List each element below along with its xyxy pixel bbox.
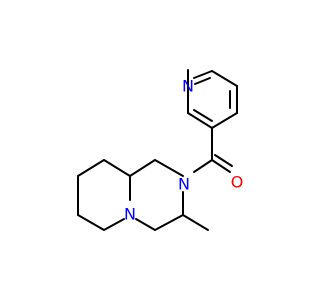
- atom-label-n-pyridine: N: [182, 77, 194, 96]
- bond-namide-ch2top: [154, 159, 184, 177]
- bond-bridgehead-c1: [103, 159, 131, 177]
- molecule-structure: N O N N: [77, 69, 244, 231]
- atom-label-o-carbonyl: O: [231, 173, 244, 192]
- left-ring: [77, 159, 131, 231]
- bond-methyl: [182, 214, 209, 231]
- bond-carbonyl-n: [193, 159, 213, 173]
- bond-c4-nbridge: [103, 218, 125, 231]
- middle-ring: [129, 159, 209, 231]
- bond-c3-c4: [211, 112, 238, 129]
- bond-c1-c2: [77, 159, 105, 177]
- bond-ch2top-bridgehead: [129, 159, 156, 177]
- bond-c-o-b: [214, 154, 233, 167]
- bond-c2-c3: [187, 112, 213, 129]
- molecule-canvas: N O N N: [77, 69, 244, 231]
- bond-c3-c4: [77, 214, 105, 231]
- bond-inner-c6-n1: [194, 77, 211, 85]
- bond-c-o-a: [211, 159, 231, 173]
- bond-inner-c2-c3: [193, 109, 213, 122]
- carbonyl-group: [193, 127, 233, 173]
- bond-c5-c6: [211, 70, 238, 87]
- atom-label-n-bridge: N: [124, 205, 136, 224]
- bond-c6-n1: [193, 70, 213, 79]
- bond-nbridge-ch2low: [135, 218, 156, 231]
- pyridine-ring: [187, 69, 238, 129]
- atom-label-n-amide: N: [178, 175, 190, 194]
- bond-ch2low-chme: [154, 214, 184, 231]
